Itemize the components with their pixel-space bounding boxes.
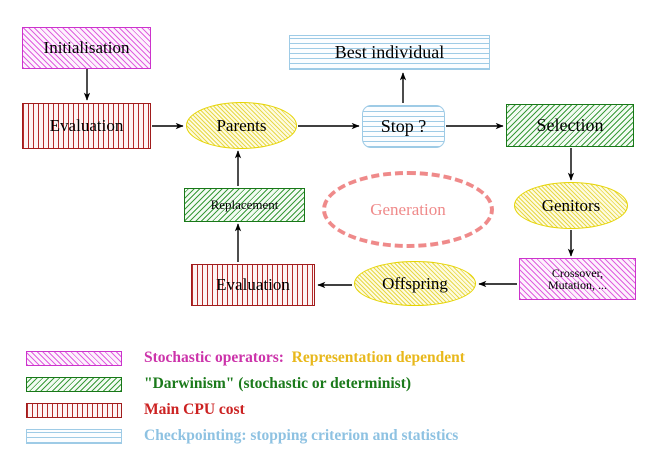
legend: Stochastic operators: Representation dep… [26, 345, 636, 449]
node-label: Evaluation [49, 116, 124, 136]
node-initialisation: Initialisation [22, 27, 151, 69]
node-replacement: Replacement [184, 188, 305, 222]
legend-swatch-magenta-diagonal-hatch [26, 350, 122, 366]
node-parents: Parents [186, 102, 297, 149]
legend-text-darwinism: "Darwinism" (stochastic or determinist) [144, 375, 411, 393]
node-evaluation_bot: Evaluation [191, 264, 315, 306]
legend-swatch-red-vertical-hatch [26, 402, 122, 418]
node-label: Evaluation [216, 275, 290, 295]
node-label: Stop ? [380, 116, 427, 137]
node-offspring: Offspring [354, 261, 476, 306]
legend-swatch-green-diagonal-hatch [26, 376, 122, 392]
node-crossover: Crossover, Mutation, ... [519, 258, 636, 300]
legend-text-primary: Main CPU cost [144, 401, 245, 418]
node-label: Offspring [382, 273, 448, 293]
legend-row-main-cpu-cost: Main CPU cost [26, 397, 636, 423]
node-best_individual: Best individual [289, 35, 490, 70]
legend-row-stochastic-operators: Stochastic operators: Representation dep… [26, 345, 636, 371]
node-label: Best individual [334, 42, 445, 63]
legend-text-primary: Stochastic operators: [144, 349, 284, 366]
node-label: Selection [536, 115, 604, 136]
legend-text-main-cpu-cost: Main CPU cost [144, 401, 245, 419]
node-selection: Selection [506, 104, 634, 147]
node-label: Genitors [541, 195, 601, 215]
node-generation: Generation [322, 171, 494, 248]
legend-swatch-blue-horizontal-hatch [26, 428, 122, 444]
node-stop: Stop ? [362, 105, 445, 148]
node-label: Parents [216, 115, 267, 135]
node-label: Replacement [210, 197, 279, 213]
node-genitors: Genitors [514, 182, 628, 229]
legend-text-stochastic-operators: Stochastic operators: Representation dep… [144, 349, 465, 367]
legend-row-darwinism: "Darwinism" (stochastic or determinist) [26, 371, 636, 397]
legend-text-primary: "Darwinism" (stochastic or determinist) [144, 375, 412, 392]
node-evaluation_top: Evaluation [22, 103, 151, 149]
legend-text-primary: Checkpointing: stopping criterion and st… [144, 427, 459, 444]
legend-text-secondary: Representation dependent [283, 349, 465, 366]
node-label: Generation [370, 199, 446, 219]
node-label: Crossover, Mutation, ... [548, 265, 607, 292]
legend-row-checkpointing: Checkpointing: stopping criterion and st… [26, 423, 636, 449]
legend-text-checkpointing: Checkpointing: stopping criterion and st… [144, 427, 458, 445]
node-label: Initialisation [43, 38, 130, 58]
